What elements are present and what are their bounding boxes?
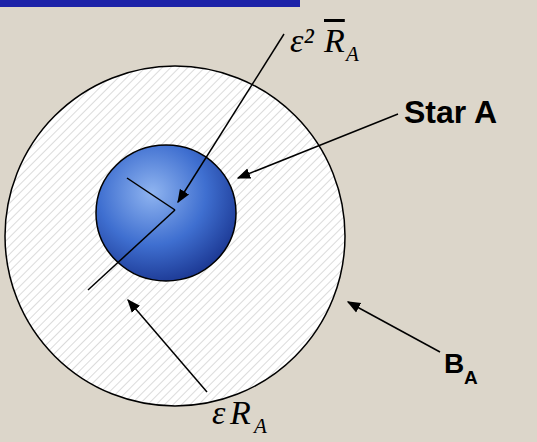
radius-symbol: ε² xyxy=(290,24,314,58)
subscript: A xyxy=(464,368,478,387)
boundary-radius-line xyxy=(88,210,175,290)
subscript: A xyxy=(254,416,267,437)
subscript: A xyxy=(346,44,359,65)
leader-line xyxy=(348,302,440,352)
part-name: Star A xyxy=(404,96,497,128)
star-radius-line xyxy=(127,178,175,210)
leader-line xyxy=(178,34,284,202)
radius-symbol: R xyxy=(324,24,345,58)
radius-symbol: R xyxy=(230,396,251,430)
leader-line xyxy=(128,300,207,392)
boundary-circle xyxy=(5,66,345,406)
leader-line xyxy=(238,114,398,178)
part-name: B xyxy=(444,350,464,378)
top-bar xyxy=(0,0,300,7)
radius-symbol: ε xyxy=(212,396,225,430)
star-sphere xyxy=(96,145,236,281)
